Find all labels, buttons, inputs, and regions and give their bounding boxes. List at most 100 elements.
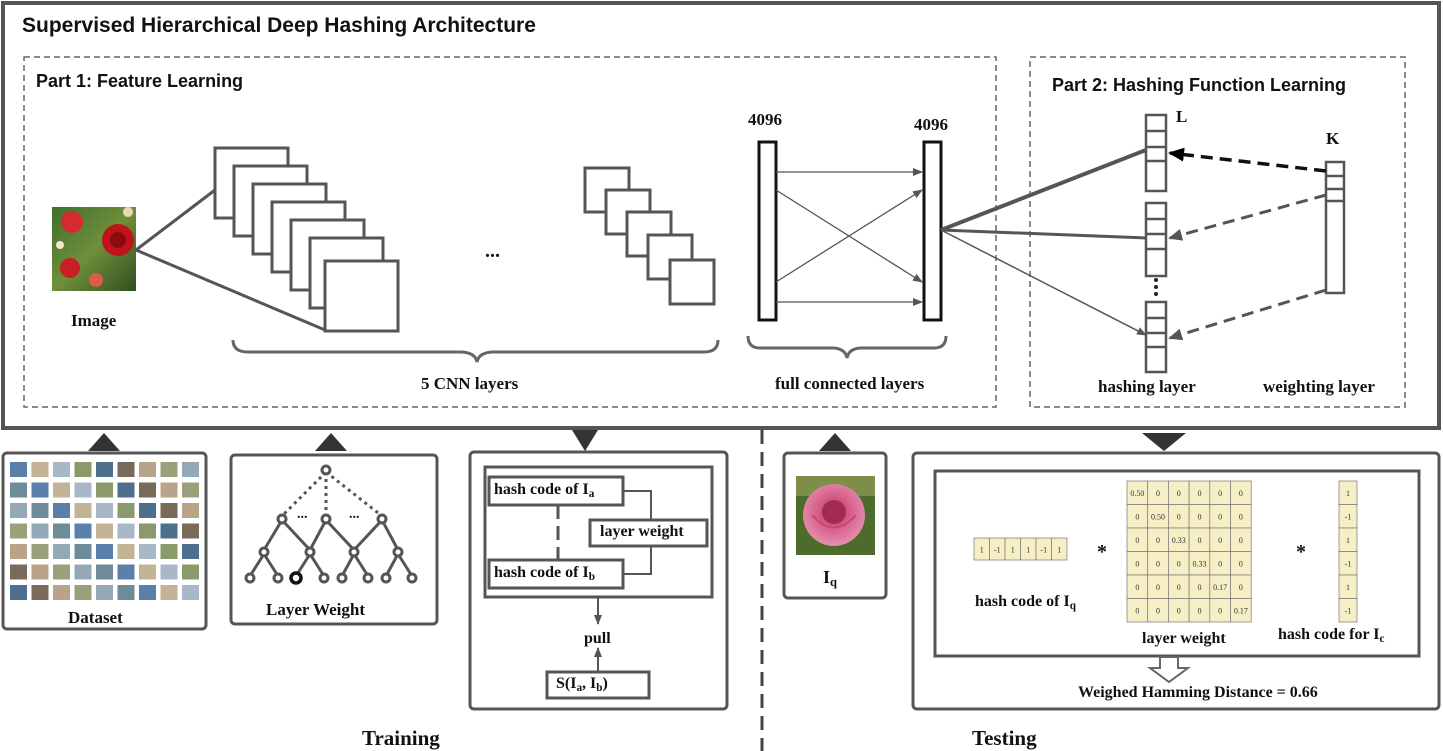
hash-q-label: hash code of Iq [975,593,1076,612]
dataset-thumbnail [53,564,70,580]
dataset-thumbnail [182,482,199,498]
dataset-thumbnail [160,544,178,559]
dataset-thumbnail [31,544,49,559]
dataset-thumbnail [10,544,27,559]
dataset-thumbnail [31,523,49,539]
tree-dots-left: ... [297,507,308,522]
dataset-thumbnail [10,482,27,498]
dataset-thumbnail [74,482,92,498]
hash-b-to-weight-line [623,546,652,575]
fc-to-hash-line-2 [940,228,1147,240]
matrix-value: 0 [1135,583,1139,592]
dataset-thumbnail [53,523,70,539]
matrix-value: 0 [1135,560,1139,569]
fc-brace [746,335,948,359]
dataset-thumbnail [117,585,135,600]
dataset-thumbnail [53,482,70,498]
matrix-value: 0 [1177,583,1181,592]
matrix-value: 0 [1177,489,1181,498]
hamming-distance-result: Weighed Hamming Distance = 0.66 [1078,684,1318,701]
column-vector-value: -1 [1345,513,1352,522]
candidate-column-vector: 1-11-11-1 [1338,480,1358,623]
row-vector-cell [1051,537,1068,561]
cnn-layers-label: 5 CNN layers [421,374,519,393]
dataset-thumbnail-grid [10,462,199,600]
dataset-thumbnail [53,585,70,600]
matrix-value: 0 [1239,583,1243,592]
page-title: Supervised Hierarchical Deep Hashing Arc… [22,14,536,37]
mult-sign-2: * [1296,541,1306,563]
matrix-value: 0.50 [1130,489,1144,498]
matrix-value: 0 [1218,489,1222,498]
dataset-thumbnail [139,482,156,498]
hash-c-label: hash code for Ic [1278,626,1385,645]
testing-layer-weight-label: layer weight [1142,630,1226,647]
dataset-thumbnail [139,564,156,580]
dataset-thumbnail [10,523,27,539]
matrix-value: 0 [1218,536,1222,545]
dataset-thumbnail [10,564,27,580]
fc-left-dim: 4096 [748,110,782,129]
dataset-thumbnail [31,462,49,477]
dataset-thumbnail [117,544,135,559]
hash-a-label: hash code of Ia [494,481,595,500]
dataset-thumbnail [96,564,113,580]
fc-layer-left [757,140,778,322]
matrix-value: 0 [1218,607,1222,616]
column-vector-value: -1 [1345,607,1352,616]
image-to-cnn-line-top [135,188,216,252]
weight-length-label: K [1326,129,1340,148]
column-vector-value: 1 [1346,536,1350,545]
part2-frame [1029,56,1406,408]
cnn-ellipsis: ... [485,240,500,262]
matrix-value: 0 [1218,560,1222,569]
dataset-thumbnail [74,585,92,600]
weighting-layer-label: weighting layer [1263,377,1375,396]
dataset-thumbnail [139,544,156,559]
dataset-thumbnail [182,564,199,580]
dataset-thumbnail [74,544,92,559]
matrix-value: 0 [1177,513,1181,522]
pull-label: pull [584,630,611,647]
matrix-value: 0 [1135,607,1139,616]
column-vector-value: -1 [1345,560,1352,569]
dataset-thumbnail [182,523,199,539]
dataset-thumbnail [117,523,135,539]
dataset-thumbnail [96,585,113,600]
part1-frame [23,56,997,408]
part2-title: Part 2: Hashing Function Learning [1052,75,1347,95]
fc-layers-label: full connected layers [775,374,925,393]
dataset-thumbnail [139,503,156,518]
weight-arrow-2 [1168,193,1327,241]
dataset-thumbnail [160,564,178,580]
dataset-box [1,451,208,631]
column-vector-value: 1 [1346,489,1350,498]
dataset-thumbnail [117,462,135,477]
cnn-stack-right [583,166,716,306]
matrix-value: 0 [1177,607,1181,616]
image-to-cnn-line-bottom [135,248,326,332]
query-image-label: Iq [823,567,838,589]
dataset-thumbnail [160,523,178,539]
cnn-stack-left [213,146,400,333]
matrix-value: 0 [1218,513,1222,522]
matrix-value: 0.17 [1213,583,1227,592]
matrix-value: 0.17 [1234,607,1248,616]
hash-b-label: hash code of Ib [494,564,595,583]
dataset-thumbnail [74,564,92,580]
dataset-thumbnail [160,503,178,518]
weighting-layer-column [1324,160,1346,295]
layer-weight-inner-label: layer weight [600,523,684,540]
matrix-value: 0 [1156,536,1160,545]
hash-a-to-weight-line [623,490,652,520]
layer-weight-inner-box [588,518,709,548]
dataset-thumbnail [96,523,113,539]
hashing-layer-column [1144,113,1168,374]
row-vector-value: -1 [1040,546,1047,555]
dataset-thumbnail [74,523,92,539]
training-label: Training [362,726,440,750]
dataset-thumbnail [96,462,113,477]
row-vector-value: 1 [1057,546,1061,555]
connector-triangles [88,433,1186,451]
dataset-thumbnail [31,482,49,498]
